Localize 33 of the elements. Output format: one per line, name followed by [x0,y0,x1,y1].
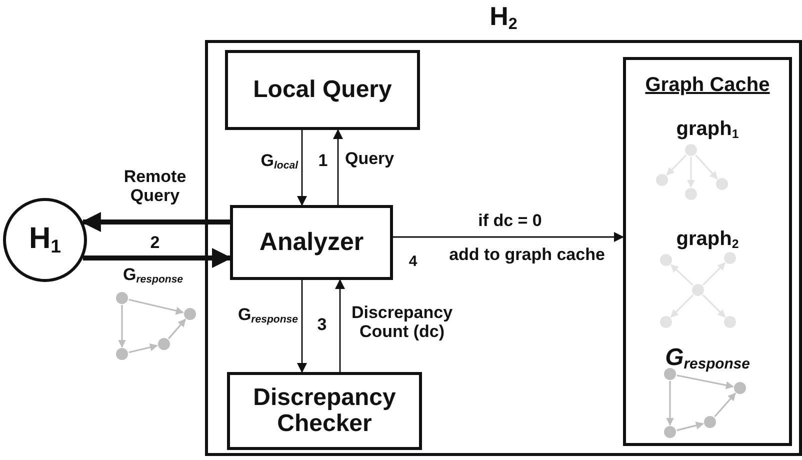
arrow [297,280,307,373]
host-circle [3,198,87,282]
edge-label: Query [345,150,396,169]
edge-label: Remote Query [122,168,188,206]
process-box [230,205,393,280]
step-number: 4 [408,254,418,270]
edge-label: if dc = 0 [477,212,543,231]
step-number: 3 [316,316,328,335]
edge-label: Discrepancy Count (dc) [350,304,454,342]
container-title: H$_{2}$ [488,2,518,34]
arrow [333,129,343,205]
arrow [82,248,232,268]
panel [623,57,792,446]
step-number: 2 [149,234,161,253]
edge-note: add to graph cache [448,246,606,265]
process-box [225,50,420,130]
node-label: H$_{1}$ [28,222,61,258]
step-number: 1 [317,152,329,171]
arrow [297,130,307,206]
arrow [335,279,345,372]
node-label: Analyzer [259,228,364,256]
graph-name: G$_{response}$ [665,344,750,371]
process-box [227,372,422,450]
arrow [393,232,624,242]
node-label: Local Query [253,76,392,104]
arrow [80,212,230,232]
edge-label: G$_{response}$ [122,266,184,286]
node-label: Discrepancy Checker [252,384,397,438]
edge-label: G$_{local}$ [260,152,298,172]
edge-label: G$_{response}$ [236,306,298,326]
panel-title: Graph Cache [645,74,770,96]
graph-name: graph$_{2}$ [676,228,739,250]
graph-name: graph$_{1}$ [676,118,739,140]
